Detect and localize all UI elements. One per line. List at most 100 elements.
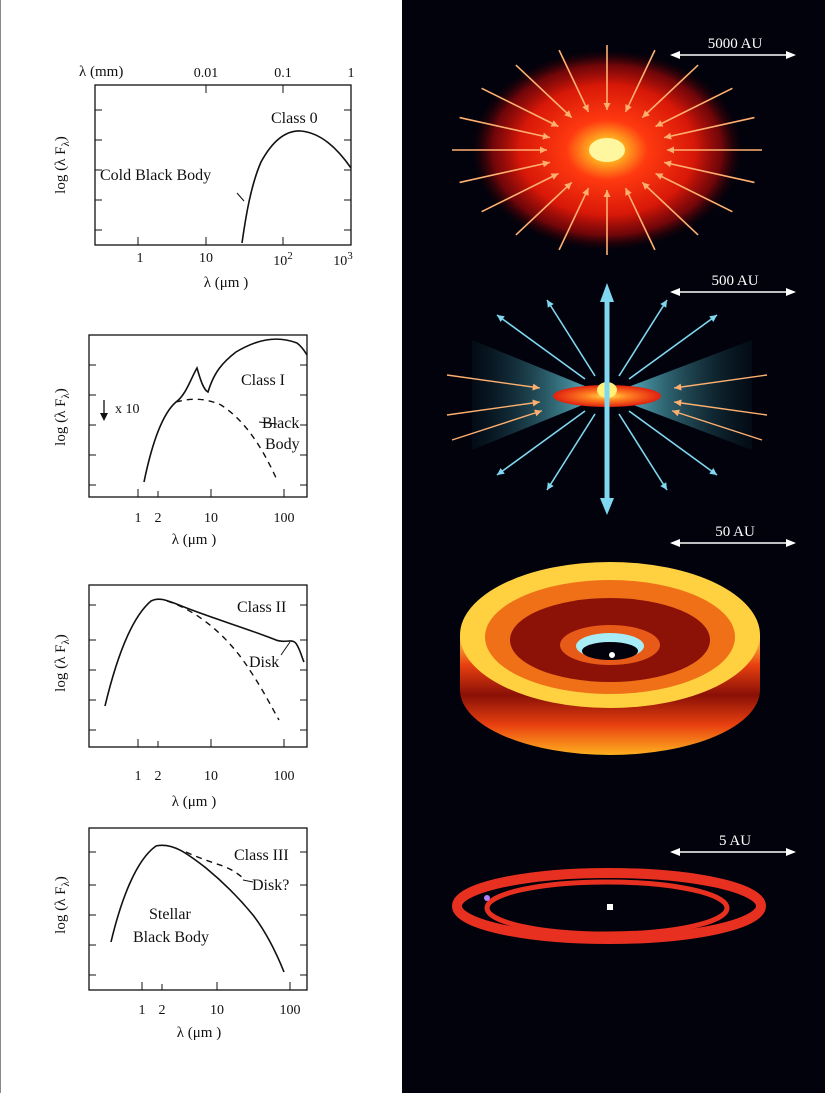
x-tick-base: 10 — [273, 254, 287, 269]
arrow-line — [496, 314, 586, 380]
arrow-head-icon — [709, 468, 717, 475]
arrow-head-icon — [603, 103, 611, 110]
x-tick-base: 10 — [333, 254, 347, 269]
arrow-head-icon — [532, 383, 540, 391]
annotation-label: Black Body — [133, 929, 209, 946]
x-tick-label: 2 — [155, 511, 162, 526]
arrow-head-icon — [660, 300, 667, 308]
scale-bar-500au: 500 AU — [670, 273, 796, 296]
protostar-core — [589, 138, 625, 162]
arrow-head-icon — [100, 413, 108, 421]
sed-curve — [143, 338, 308, 483]
scale-label: 50 AU — [715, 524, 755, 540]
y-axis-label-sub: λ — [60, 881, 72, 887]
scale-bar-50au: 50 AU — [670, 524, 796, 547]
inner-cavity — [582, 642, 638, 660]
y-axis-label-close: ) — [53, 634, 69, 639]
annotation-leader — [280, 641, 291, 656]
illustration-panel: 5000 AU 500 AU 50 AU 5 AU — [402, 0, 825, 1093]
class-label: Class II — [237, 599, 286, 616]
arrow-head-icon — [664, 160, 672, 168]
sed-curve — [110, 844, 285, 973]
arrow-line — [624, 187, 656, 251]
x-tick-label: 10 — [204, 769, 218, 784]
arrow-line — [446, 401, 540, 416]
arrow-line — [671, 410, 763, 441]
arrow-head-icon — [667, 146, 674, 154]
x-axis-label: λ (μm ) — [172, 532, 216, 548]
arrow-head-icon — [625, 188, 632, 196]
y-axis-label-sub: λ — [60, 639, 72, 645]
arrow-line — [546, 299, 596, 377]
arrow-head-icon — [564, 110, 572, 118]
scale-label: 500 AU — [711, 273, 758, 289]
x-tick-label: 10 — [210, 1003, 224, 1018]
annotation-label: Body — [265, 436, 300, 453]
arrow-head-icon — [550, 120, 559, 127]
central-star — [609, 652, 615, 658]
plot-frame — [88, 827, 308, 991]
y-axis-label-text: log (λ F — [53, 887, 69, 934]
arrow-line — [641, 181, 699, 236]
blackbody-curve — [175, 398, 278, 481]
x-tick-label: 10 — [199, 251, 213, 266]
sed-plot-class1: Class I x 10 Black Body 1 2 10 100 λ (μm… — [53, 334, 308, 548]
arrow-head-icon — [547, 482, 554, 490]
infall-arrows — [452, 45, 762, 255]
annotation-label: Stellar — [149, 906, 191, 923]
annotation-leader — [236, 192, 245, 202]
scale-label: 5 AU — [719, 833, 751, 849]
x-tick-label: 1 — [137, 251, 144, 266]
x-tick-label: 100 — [274, 769, 295, 784]
annotation-label: Black — [262, 415, 299, 432]
debris-disk-illustration — [452, 868, 766, 944]
arrow-line — [515, 64, 573, 119]
flared-disk-illustration — [460, 562, 760, 755]
arrow-head-icon — [655, 173, 664, 180]
arrow-line — [624, 49, 656, 113]
arrow-head-icon — [542, 160, 550, 168]
jet-arrow-down-icon — [600, 498, 614, 515]
outflow-arrows — [446, 299, 768, 491]
disk-outflow-illustration — [446, 283, 768, 515]
x-tick-label: 1 — [139, 1003, 146, 1018]
arrow-line — [655, 172, 733, 213]
arrow-line — [558, 49, 590, 113]
annotation-label: Cold Black Body — [100, 167, 211, 184]
arrow-head-icon — [709, 315, 717, 322]
sed-plot-class3: Class III Disk? Stellar Black Body 1 2 1… — [53, 827, 308, 1041]
top-tick-label: 0.1 — [274, 66, 292, 81]
sed-panels: λ (mm) 0.01 0.1 1 Class — [0, 0, 402, 1093]
sed-plot-class2: Class II Disk 1 2 10 100 λ (μm ) log (λ … — [53, 584, 308, 810]
arrow-head-icon — [582, 188, 589, 196]
arrow-line — [655, 87, 733, 128]
arrow-line — [515, 181, 573, 236]
arrow-head-icon — [547, 300, 554, 308]
tick-marks — [89, 364, 307, 497]
blackbody-curve — [166, 600, 280, 721]
y-axis-label-sub: λ — [60, 393, 72, 399]
top-axis-label: λ (mm) — [79, 64, 123, 80]
arrow-head-icon — [582, 104, 589, 112]
arrow-line — [481, 87, 559, 128]
x-tick-label: 100 — [280, 1003, 301, 1018]
arrow-line — [674, 401, 768, 416]
x-tick-label: 103 — [333, 250, 353, 269]
arrow-head-icon — [532, 399, 540, 407]
y-axis-label-close: ) — [53, 876, 69, 881]
arrow-line — [481, 172, 559, 213]
planetesimal — [484, 895, 490, 901]
arrow-line — [558, 187, 590, 251]
y-axis-label-close: ) — [53, 136, 69, 141]
arrow-head-icon — [497, 468, 505, 475]
x-tick-label: 1 — [135, 769, 142, 784]
inner-ring — [484, 879, 730, 937]
plot-frame — [94, 84, 352, 246]
x-axis-label: λ (μm ) — [177, 1025, 221, 1041]
y-axis-label-close: ) — [53, 388, 69, 393]
arrow-line — [628, 410, 718, 476]
tick-marks — [95, 85, 351, 245]
arrow-head-icon — [625, 104, 632, 112]
arrow-line — [663, 116, 755, 139]
